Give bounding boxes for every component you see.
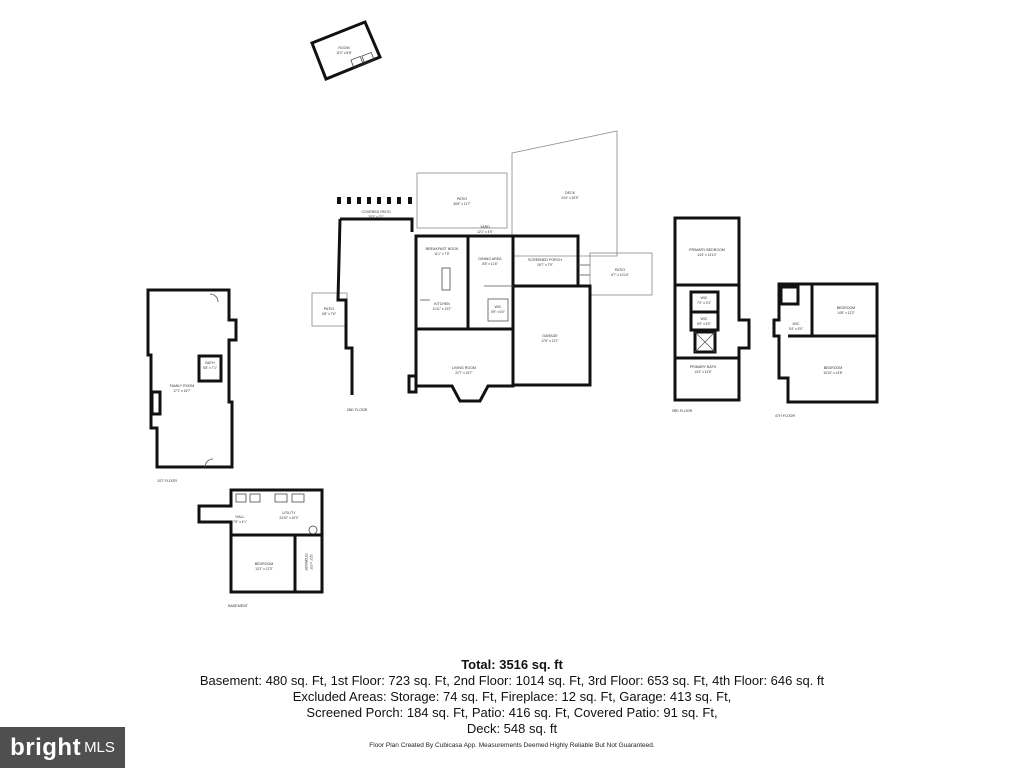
room-name: COVERED PATIO — [361, 210, 390, 214]
second-floor-plan: PATIO 36'8" x 11'7" DECK 24'4" x 26'5" C… — [311, 130, 653, 412]
room-dims: 5'9" x 6'0" — [491, 310, 505, 314]
credit-note: Floor Plan Created By Cubicasa App. Meas… — [369, 742, 655, 749]
first-floor-plan: FAMILY ROOM 17'1" x 16'7" BATH 5'8" x 7'… — [146, 288, 238, 483]
room-dims: 12'2" x 5'0" — [309, 554, 313, 570]
room-name: BEDROOM — [824, 366, 843, 370]
room-name: UTILITY — [282, 511, 296, 515]
room-name: WIC — [495, 305, 502, 309]
room-name: BREAKFAST NOOK — [426, 247, 459, 251]
logo-suffix: MLS — [84, 739, 115, 756]
basement-plan: UTILITY 24'10" x 10'0" HALL 7'8" x 4'1" … — [197, 488, 324, 608]
logo-brand: bright — [10, 733, 82, 761]
detached-room: ROOM 11'0" x 8'8" — [310, 20, 382, 81]
room-dims: 11'11" x 13'2" — [433, 307, 452, 311]
room-dims: 13'4" x 14'6" — [694, 370, 711, 374]
room-dims: 22'7" x 15'7" — [455, 371, 472, 375]
room-name: LIVING ROOM — [452, 366, 476, 370]
kitchen-island — [441, 267, 451, 291]
third-floor-plan: PRIMARY BEDROOM 14'4" x 14'10" WIC 7'0" … — [672, 216, 751, 413]
floor-label: 2ND FLOOR — [347, 408, 368, 412]
room-name: PATIO — [324, 307, 334, 311]
room-name: BEDROOM — [255, 562, 274, 566]
room-dims: 7'0" x 3'3" — [697, 301, 711, 305]
excluded-areas-end: Deck: 548 sq. ft — [466, 721, 558, 736]
total-area: Total: 3516 sq. ft — [461, 657, 563, 672]
patio-outline — [416, 172, 508, 229]
excluded-areas: Excluded Areas: Storage: 74 sq. Ft, Fire… — [292, 689, 732, 704]
room-dims: 17'6" x 21'1" — [541, 339, 558, 343]
covered-patio-columns — [337, 197, 412, 204]
patio-right-outline — [589, 252, 653, 296]
floor-label: 4TH FLOOR — [775, 414, 796, 418]
floor-label: 3RD FLOOR — [672, 409, 693, 413]
room-name: DINING AREA — [478, 257, 502, 261]
room-dims: 16'10" x 14'8" — [823, 371, 842, 375]
room-dims: 17'1" x 16'7" — [173, 389, 190, 393]
room-name: PRIMARY BEDROOM — [689, 248, 725, 252]
room-dims: 11'1" x 7'5" — [434, 252, 449, 256]
room-dims: 11'0" x 8'8" — [336, 51, 351, 55]
floor-areas: Basement: 480 sq. Ft, 1st Floor: 723 sq.… — [199, 673, 825, 688]
room-name: YARD — [480, 225, 490, 229]
room-name: WIC — [793, 322, 800, 326]
room-name: HALL — [236, 515, 245, 519]
room-name: STORAGE — [304, 553, 308, 571]
room-name: SCREENED PORCH — [528, 258, 562, 262]
floor-label: BASEMENT — [228, 604, 249, 608]
room-name: BATH — [205, 361, 215, 365]
room-dims: 36'8" x 11'7" — [453, 202, 470, 206]
room-dims: 16'7" x 7'9" — [537, 263, 553, 267]
room-name: PRIMARY BATH — [690, 365, 717, 369]
room-name: KITCHEN — [434, 302, 450, 306]
room-name: PATIO — [615, 268, 625, 272]
room-dims: 14'8" x 12'2" — [837, 311, 854, 315]
room-name: BEDROOM — [837, 306, 856, 310]
room-name: WIC — [701, 317, 708, 321]
room-dims: 7'8" x 4'1" — [233, 520, 247, 524]
room-dims: 12'1" x 4'5" — [477, 230, 493, 234]
room-name: GARAGE — [542, 334, 558, 338]
room-name: FAMILY ROOM — [170, 384, 195, 388]
fourth-floor-plan: BEDROOM 14'8" x 12'2" BEDROOM 16'10" x 1… — [772, 282, 879, 418]
bright-mls-logo: bright MLS — [0, 727, 125, 768]
room-dims: 14'4" x 14'10" — [697, 253, 716, 257]
floor-label: 1ST FLOOR — [157, 479, 177, 483]
room-name: ROOM — [338, 46, 349, 50]
room-name: WIC — [701, 296, 708, 300]
room-dims: 5'4" x 5'0" — [789, 327, 803, 331]
room-dims: 6'9" x 5'0" — [697, 322, 711, 326]
room-dims: 6'8" x 7'6" — [322, 312, 336, 316]
room-dims: 25'3" x 3'1" — [368, 215, 384, 219]
room-dims: 24'4" x 26'5" — [561, 196, 578, 200]
room-dims: 8'8" x 11'6" — [482, 262, 497, 266]
room-name: DECK — [565, 191, 576, 195]
deck-outline — [511, 130, 618, 257]
room-name: PATIO — [457, 197, 467, 201]
room-dims: 5'8" x 7'1" — [203, 366, 217, 370]
room-dims: 13'1" x 12'3" — [255, 567, 272, 571]
room-dims: 24'10" x 10'0" — [279, 516, 298, 520]
room-dims: 8'7" x 10'10" — [611, 273, 628, 277]
excluded-areas-cont: Screened Porch: 184 sq. Ft, Patio: 416 s… — [306, 705, 718, 720]
